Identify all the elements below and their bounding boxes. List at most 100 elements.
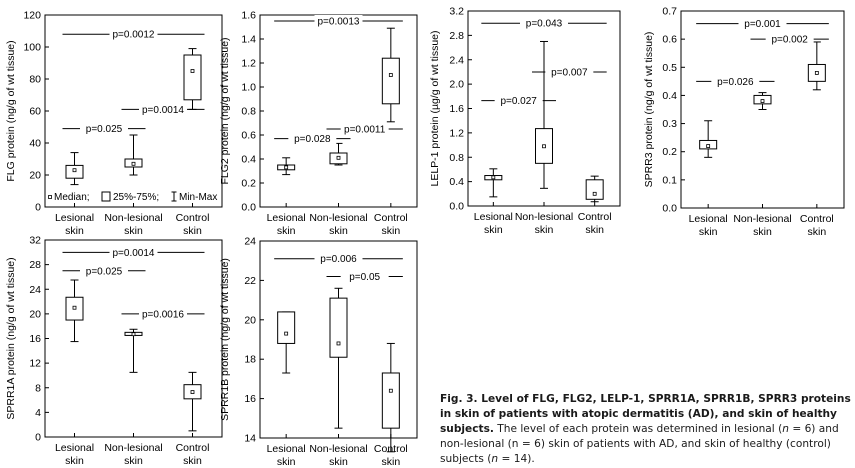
y-tick-label: 8 — [35, 382, 41, 394]
p-value-label: p=0.0012 — [113, 30, 155, 41]
caption-n-1: n — [782, 423, 789, 435]
legend-box-label: 25%-75%; — [113, 192, 159, 203]
median-marker — [336, 155, 341, 160]
p-value-label: p=0.0013 — [318, 17, 360, 28]
iqr-box — [277, 311, 296, 344]
x-tick-label: skin — [277, 225, 296, 237]
x-tick-label: skin — [381, 225, 400, 237]
p-value-label: p=0.026 — [717, 77, 754, 88]
median-marker — [388, 73, 393, 77]
y-tick-label: 14 — [244, 433, 256, 445]
caption-text-2: = 6) and non-lesional (n = 6) skin of pa… — [440, 423, 839, 465]
x-tick-label: Non-lesional — [309, 443, 367, 455]
p-value-background — [545, 65, 594, 78]
y-tick-label: 80 — [29, 74, 41, 86]
y-tick-label: 0.0 — [449, 201, 464, 213]
y-tick-label: 2.0 — [449, 79, 464, 91]
y-tick-label: 0.4 — [449, 176, 464, 188]
caption-text-3: = 14). — [498, 453, 535, 465]
x-tick-label: skin — [329, 456, 348, 468]
y-tick-label: 22 — [244, 275, 256, 287]
caption-n-2: n — [491, 453, 499, 465]
y-tick-label: 0.3 — [662, 118, 677, 130]
y-axis-label: FLG2 protein (ng/g of wt tissue) — [219, 37, 231, 184]
y-tick-label: 24 — [29, 284, 41, 296]
p-value-background — [314, 252, 363, 265]
median-marker — [592, 191, 597, 196]
y-tick-label: 0.6 — [241, 130, 256, 142]
y-tick-label: 0 — [35, 202, 41, 214]
p-value-background — [738, 17, 787, 30]
y-tick-label: 1.2 — [449, 127, 464, 139]
y-tick-label: 0.0 — [241, 202, 256, 214]
x-tick-label: skin — [699, 226, 718, 238]
y-axis-label: FLG protein (ng/g of wt tissue) — [5, 40, 17, 181]
y-tick-label: 100 — [23, 42, 41, 54]
p-value-background — [314, 15, 363, 27]
y-tick-label: 2.8 — [449, 30, 464, 42]
p-value-label: p=0.025 — [86, 124, 123, 135]
p-value-background — [80, 122, 128, 135]
median-marker — [760, 99, 765, 103]
median-marker — [131, 161, 136, 166]
x-tick-label: skin — [585, 224, 604, 236]
y-axis-label: SPRR3 protein (ng/g of wt tissue) — [643, 32, 655, 188]
caption-title: Fig. 3. Level of FLG, FLG2, LELP-1, SPRR… — [440, 393, 851, 435]
p-value-background — [711, 75, 760, 88]
p-value-background — [340, 270, 389, 283]
x-tick-label: skin — [65, 455, 84, 467]
x-tick-label: Lesional — [55, 212, 94, 224]
x-tick-label: skin — [535, 224, 554, 236]
median-marker — [72, 305, 77, 310]
y-tick-label: 120 — [23, 10, 41, 22]
p-value-label: p=0.025 — [86, 266, 123, 277]
y-tick-label: 1.0 — [241, 82, 256, 94]
x-tick-label: skin — [183, 455, 202, 467]
y-tick-label: 0.4 — [662, 90, 677, 102]
x-tick-label: Control — [374, 212, 408, 224]
p-value-label: p=0.006 — [320, 254, 357, 265]
p-value-label: p=0.007 — [551, 67, 588, 78]
median-marker — [336, 341, 341, 346]
y-tick-label: 1.2 — [241, 58, 256, 70]
p-value-label: p=0.0014 — [113, 248, 155, 259]
y-tick-label: 20 — [29, 308, 41, 320]
y-tick-label: 12 — [29, 358, 41, 370]
p-value-background — [139, 103, 187, 116]
x-tick-label: skin — [381, 456, 400, 468]
y-tick-label: 1.6 — [241, 10, 256, 22]
x-tick-label: Control — [176, 212, 210, 224]
p-value-background — [340, 123, 389, 135]
y-tick-label: 20 — [29, 170, 41, 182]
x-tick-label: skin — [807, 226, 826, 238]
y-tick-label: 0.2 — [662, 146, 677, 158]
y-tick-label: 16 — [244, 393, 256, 405]
median-marker — [72, 168, 77, 173]
median-marker — [284, 165, 289, 170]
iqr-box — [329, 297, 348, 358]
median-marker — [190, 390, 195, 394]
p-value-background — [288, 132, 337, 145]
y-tick-label: 3.2 — [449, 6, 464, 18]
p-value-label: p=0.0016 — [142, 309, 184, 320]
y-tick-label: 0.7 — [662, 6, 677, 18]
p-value-background — [109, 246, 158, 259]
y-tick-label: 24 — [244, 236, 256, 248]
median-marker — [491, 175, 496, 180]
x-tick-label: Lesional — [55, 442, 94, 454]
legend-box-icon — [101, 191, 111, 202]
y-tick-label: 60 — [29, 106, 41, 118]
median-marker — [706, 144, 711, 148]
p-value-label: p=0.05 — [349, 272, 380, 283]
iqr-box — [381, 372, 400, 429]
iqr-box — [585, 179, 604, 200]
y-tick-label: 18 — [244, 354, 256, 366]
y-tick-label: 16 — [29, 333, 41, 345]
median-marker — [284, 331, 289, 336]
y-tick-label: 0 — [35, 432, 41, 444]
y-tick-label: 0.8 — [449, 152, 464, 164]
y-tick-label: 0.1 — [662, 174, 677, 186]
